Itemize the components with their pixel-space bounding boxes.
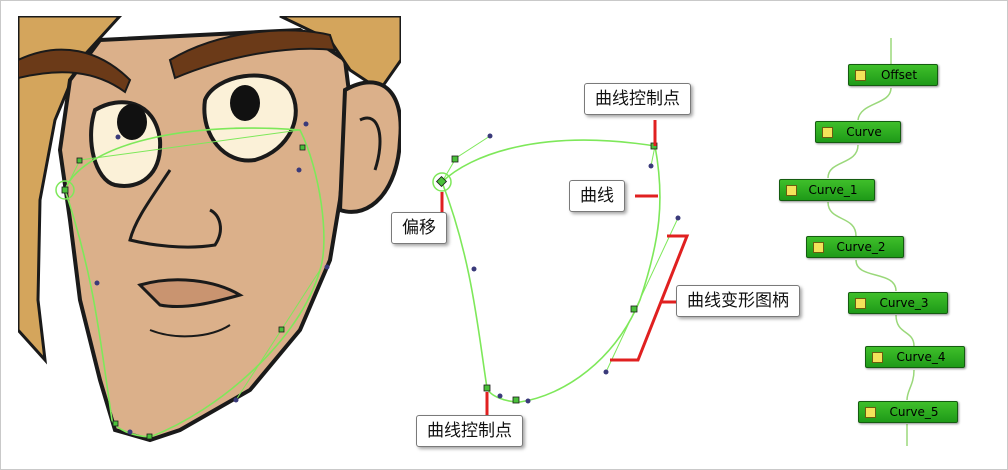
node-enable-checkbox[interactable] (865, 407, 876, 418)
node-enable-checkbox[interactable] (786, 185, 797, 196)
node-label: Curve_1 (808, 183, 858, 197)
ear (337, 80, 401, 214)
node-curve-3[interactable]: Curve_3 (848, 292, 948, 314)
handle-dot (525, 398, 531, 404)
node-wires (827, 38, 915, 446)
node-curve-4[interactable]: Curve_4 (865, 346, 965, 368)
node-curve[interactable]: Curve (815, 121, 901, 143)
middle-handle-line (605, 217, 679, 373)
control-point (630, 305, 638, 313)
ear-inner (359, 116, 382, 171)
node-curve-1[interactable]: Curve_1 (779, 179, 875, 201)
face-handle-dot (303, 121, 309, 127)
node-curve-5[interactable]: Curve_5 (858, 401, 958, 423)
offset-point (435, 175, 448, 188)
handle-dot (675, 215, 681, 221)
face-curve (64, 127, 325, 438)
handle-dot (497, 393, 503, 399)
node-label: Offset (880, 68, 918, 82)
offset-ring (432, 172, 452, 192)
handle-dot (487, 133, 493, 139)
node-enable-checkbox[interactable] (855, 70, 866, 81)
face-control-point (299, 144, 306, 151)
face-control-point (76, 157, 83, 164)
node-enable-checkbox[interactable] (855, 298, 866, 309)
node-curve-2[interactable]: Curve_2 (806, 236, 904, 258)
chin-line (149, 324, 231, 338)
hair-left (18, 16, 123, 365)
face-offset-ring (55, 180, 75, 200)
callout-curve: 曲线 (569, 180, 625, 212)
face-handle-dot (94, 280, 100, 286)
node-enable-checkbox[interactable] (872, 352, 883, 363)
handle-dot (648, 163, 654, 169)
node-label: Curve (846, 125, 882, 139)
handle-dot (471, 266, 477, 272)
mouth (137, 278, 244, 309)
middle-curve (441, 139, 661, 403)
face-handle-dot (233, 397, 239, 403)
face-handle-dot (127, 429, 133, 435)
callout-deform-handle: 曲线变形图柄 (676, 285, 800, 317)
face-handle-line-2 (235, 269, 321, 401)
left-pupil (117, 104, 147, 140)
callout-control-point-bottom: 曲线控制点 (416, 415, 523, 447)
face-offset-point (61, 186, 69, 194)
node-label: Curve_3 (879, 296, 929, 310)
face-handle-dot (324, 264, 330, 270)
face-control-point (278, 326, 285, 333)
left-brow (18, 48, 132, 94)
face-control-point (112, 420, 119, 427)
right-pupil (230, 85, 260, 121)
callout-offset: 偏移 (391, 212, 447, 244)
node-enable-checkbox[interactable] (813, 242, 824, 253)
curve-diagram (432, 120, 690, 416)
face-handle-dot (296, 167, 302, 173)
right-brow (168, 29, 337, 80)
control-point (483, 384, 491, 392)
callout-control-point-top: 曲线控制点 (584, 83, 691, 115)
control-point (512, 396, 520, 404)
node-label: Curve_4 (896, 350, 946, 364)
face-handle-dot (115, 134, 121, 140)
pointer-deform-bracket (610, 234, 690, 362)
node-offset[interactable]: Offset (848, 64, 938, 86)
control-point (451, 155, 459, 163)
nose (128, 169, 222, 249)
node-label: Curve_5 (889, 405, 939, 419)
node-label: Curve_2 (836, 240, 886, 254)
node-enable-checkbox[interactable] (822, 127, 833, 138)
handle-dot (603, 369, 609, 375)
face-control-point (146, 433, 153, 440)
